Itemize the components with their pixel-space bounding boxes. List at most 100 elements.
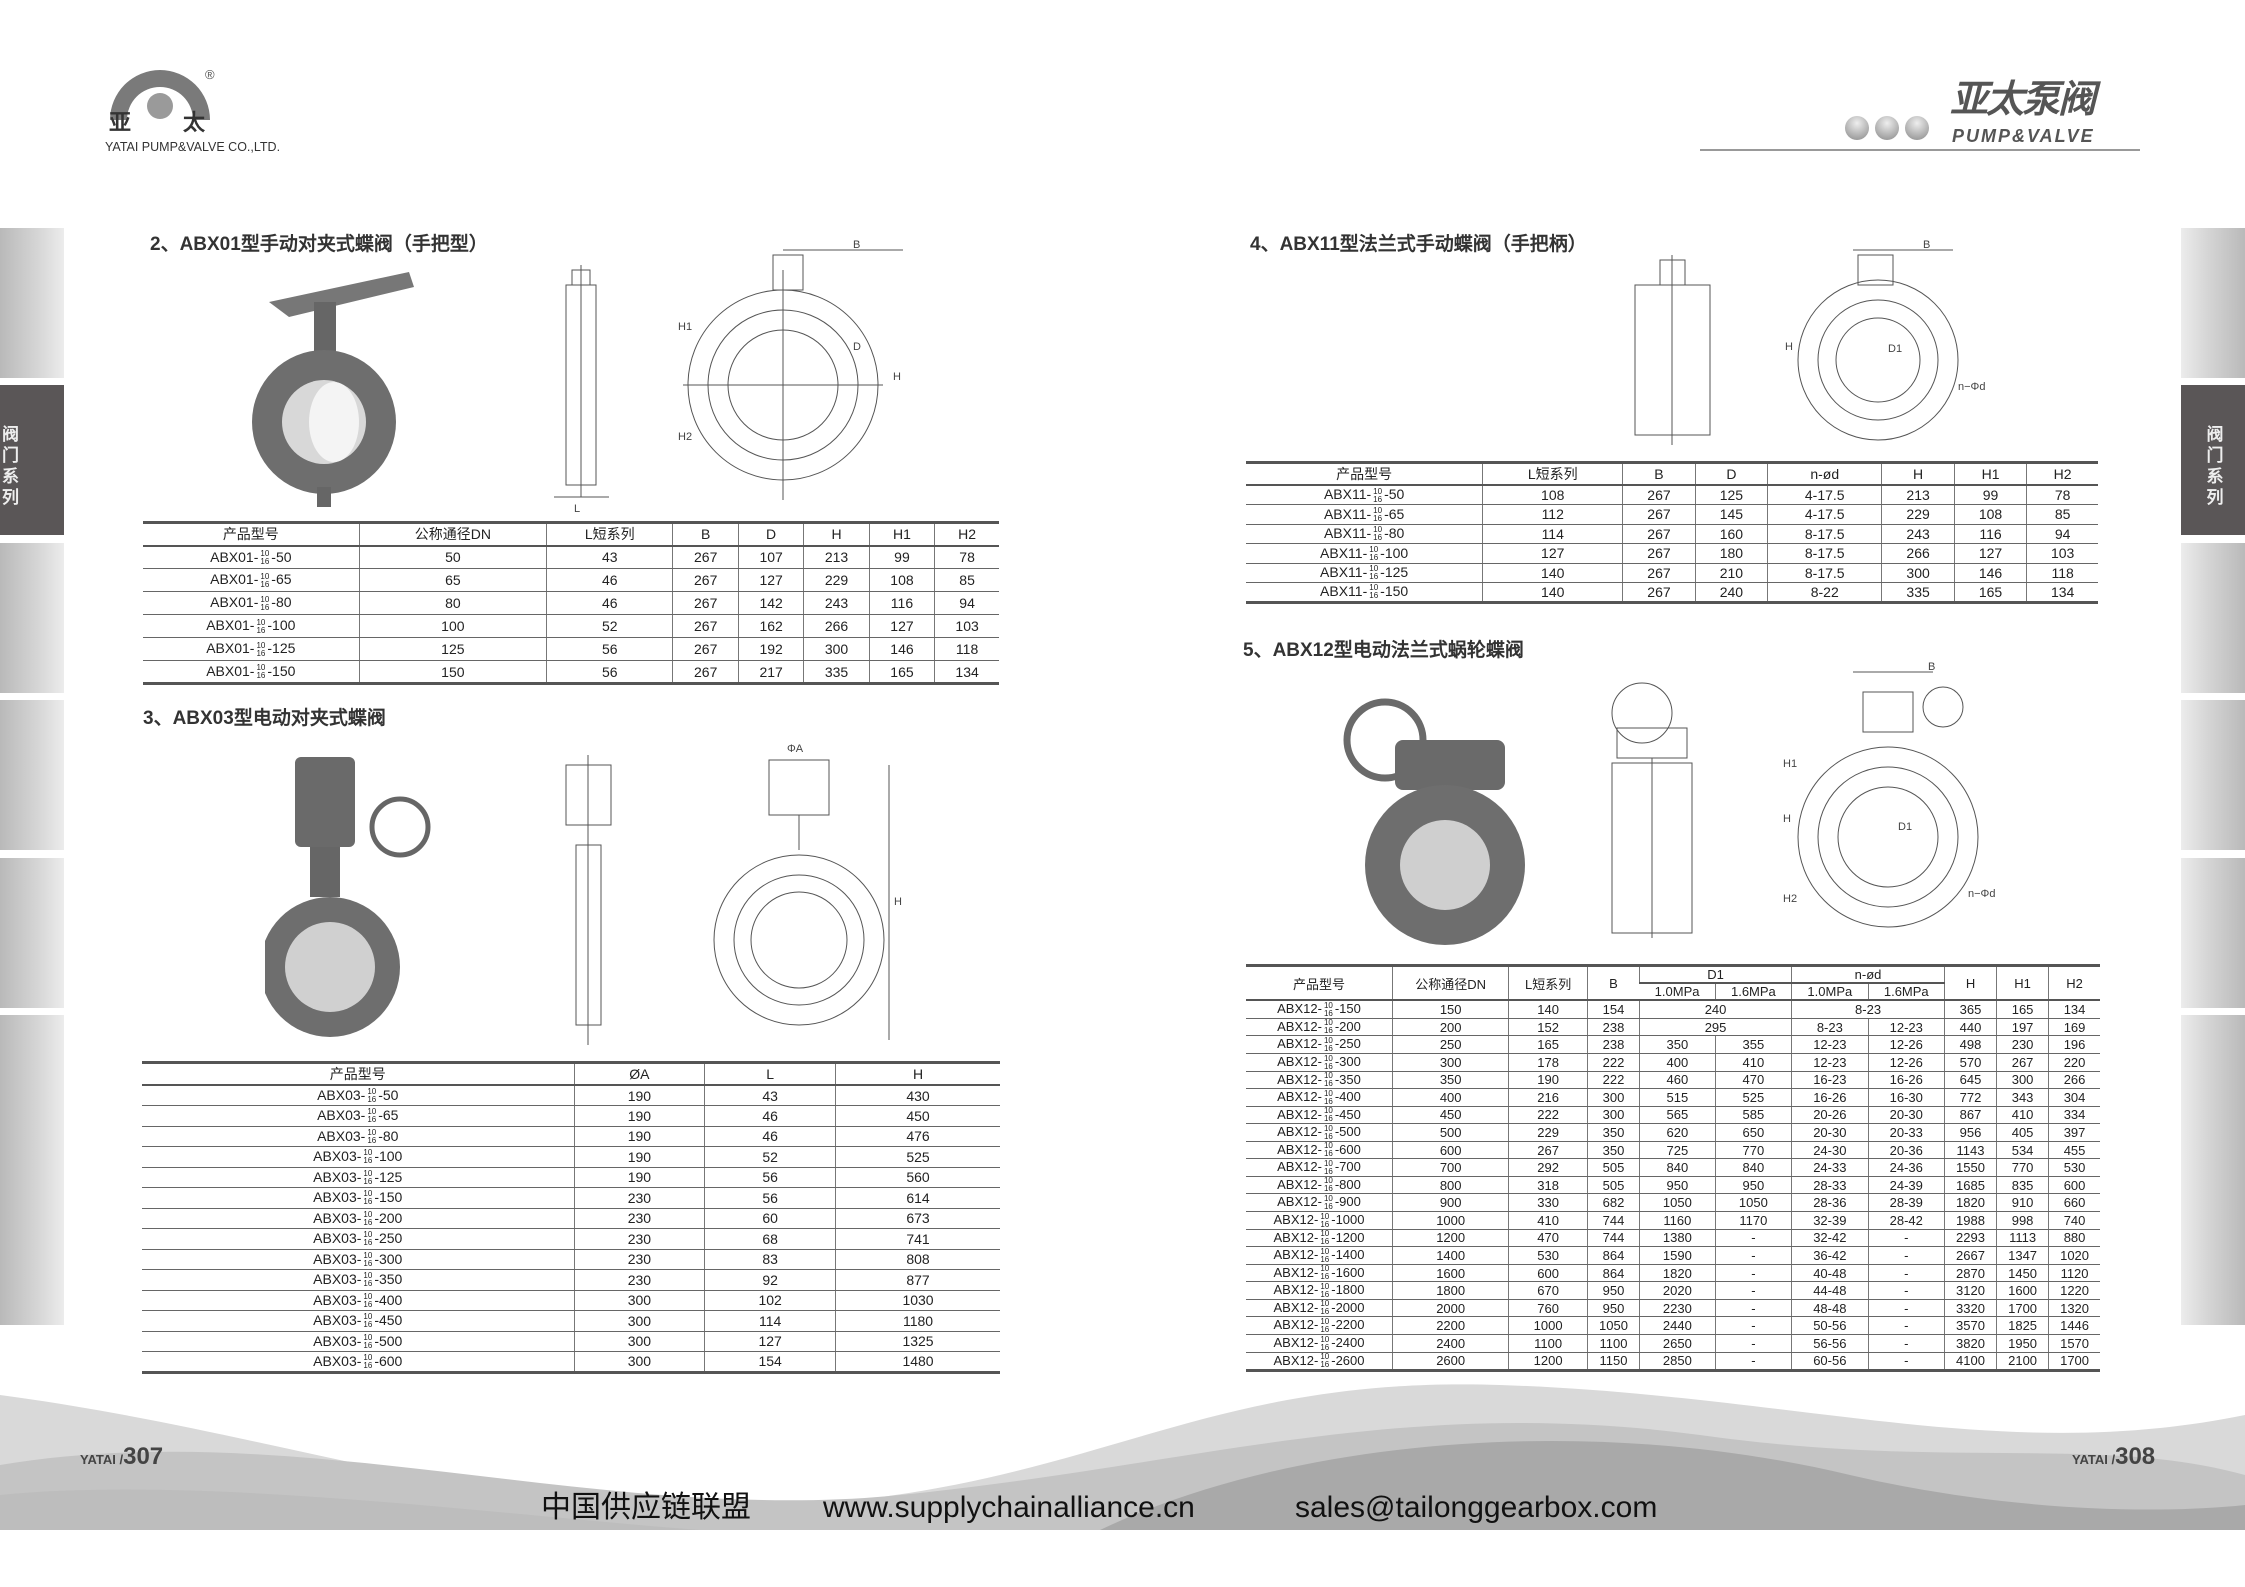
value-cell: 142 — [737, 591, 804, 615]
side-tab[interactable] — [2181, 858, 2245, 1008]
value-cell: 300 — [573, 1310, 705, 1332]
brand-cn: 亚太泵阀 — [1950, 79, 2096, 121]
logo-company-name: YATAI PUMP&VALVE CO.,LTD. — [105, 140, 281, 154]
value-cell: 682 — [1586, 1193, 1640, 1213]
value-cell: 1050 — [1714, 1193, 1792, 1213]
side-tab-valve-series[interactable]: 阀门系列 — [0, 385, 64, 535]
value-cell: 267 — [672, 637, 739, 661]
value-cell: 1380 — [1639, 1229, 1716, 1248]
value-cell: 600 — [1508, 1264, 1588, 1283]
footer-email-link[interactable]: sales@tailonggearbox.com — [1295, 1491, 1658, 1524]
value-cell: 103 — [2026, 543, 2098, 564]
pn-top: 10 — [363, 1189, 373, 1199]
model-series: ABX01- — [206, 662, 255, 679]
value-cell: 1050 — [1639, 1193, 1716, 1213]
value-cell: 12-26 — [1867, 1035, 1945, 1054]
value-cell: 266 — [803, 614, 870, 638]
value-cell: 28-33 — [1791, 1176, 1869, 1195]
value-cell: 24-39 — [1867, 1176, 1945, 1195]
pn-top: 10 — [367, 1127, 377, 1137]
pn-top: 10 — [1373, 505, 1383, 515]
model-size: -80 — [378, 1127, 399, 1144]
value-cell: 600 — [2048, 1176, 2100, 1195]
footer-website-link[interactable]: www.supplychainalliance.cn — [823, 1491, 1195, 1524]
value-cell: 880 — [2048, 1229, 2100, 1248]
pn-top: 10 — [363, 1168, 373, 1178]
side-tab-valve-series[interactable]: 阀门系列 — [2181, 385, 2245, 535]
side-tab[interactable] — [0, 543, 64, 693]
value-cell: 238 — [1586, 1035, 1640, 1054]
side-tab[interactable] — [0, 700, 64, 850]
decorative-spheres-icon — [1845, 116, 1929, 140]
value-cell: 1000 — [1508, 1316, 1588, 1335]
pn-bottom: 16 — [1323, 1149, 1333, 1159]
value-cell: 222 — [1586, 1071, 1640, 1090]
pn-bottom: 16 — [1320, 1289, 1330, 1299]
pn-top: 10 — [1323, 1176, 1333, 1186]
value-cell: 2870 — [1943, 1264, 1997, 1283]
value-cell: 2020 — [1639, 1281, 1716, 1300]
model-series: ABX12- — [1277, 1106, 1322, 1122]
pn-bottom: 16 — [1323, 1026, 1333, 1036]
value-cell: 1100 — [1508, 1334, 1588, 1353]
side-tab[interactable] — [2181, 700, 2245, 850]
pn-top: 10 — [1320, 1299, 1330, 1309]
drawing-label: n−Φd — [1968, 888, 1995, 900]
value-cell: 24-36 — [1867, 1158, 1945, 1177]
abx01-valve-photo — [252, 272, 414, 507]
value-cell: 8-17.5 — [1767, 563, 1882, 583]
value-cell: 43 — [704, 1085, 836, 1106]
value-cell: 78 — [934, 545, 999, 569]
value-cell: 240 — [1638, 1000, 1792, 1019]
value-cell: 118 — [934, 637, 999, 661]
page-number: 307 — [123, 1443, 164, 1470]
value-cell: 1120 — [2048, 1264, 2100, 1283]
side-tab[interactable] — [2181, 543, 2245, 693]
pn-top: 10 — [1369, 583, 1379, 593]
column-header: L — [704, 1062, 836, 1086]
column-header: H1 — [868, 522, 935, 547]
value-cell: 20-36 — [1867, 1141, 1945, 1160]
brand-logo: 亚太泵阀 PUMP&VALVE — [1700, 80, 2140, 153]
value-cell: 28-36 — [1791, 1193, 1869, 1213]
value-cell: 190 — [1508, 1071, 1588, 1090]
side-tab[interactable] — [0, 1015, 64, 1325]
value-cell: 78 — [2026, 485, 2098, 505]
value-cell: 230 — [573, 1249, 705, 1270]
value-cell: 116 — [1953, 524, 2027, 544]
value-cell: 500 — [1392, 1123, 1509, 1142]
side-tab[interactable] — [0, 858, 64, 1008]
value-cell: 670 — [1508, 1281, 1588, 1300]
pn-top: 10 — [363, 1291, 373, 1301]
side-tab[interactable] — [2181, 1015, 2245, 1325]
value-cell: 645 — [1943, 1071, 1997, 1090]
pn-top: 10 — [1323, 1018, 1333, 1028]
drawing-label: n−Φd — [1958, 381, 1985, 393]
abx11-side-drawing — [1634, 255, 1711, 445]
value-cell: 56 — [546, 660, 673, 684]
value-cell: 744 — [1586, 1211, 1640, 1230]
side-tab[interactable] — [2181, 228, 2245, 378]
value-cell: 355 — [1714, 1035, 1792, 1054]
value-cell: 178 — [1508, 1053, 1588, 1072]
value-cell: - — [1867, 1264, 1945, 1283]
value-cell: 134 — [2026, 582, 2098, 603]
side-tab[interactable] — [0, 228, 64, 378]
value-cell: 397 — [2048, 1123, 2100, 1142]
value-cell: 46 — [546, 591, 673, 615]
